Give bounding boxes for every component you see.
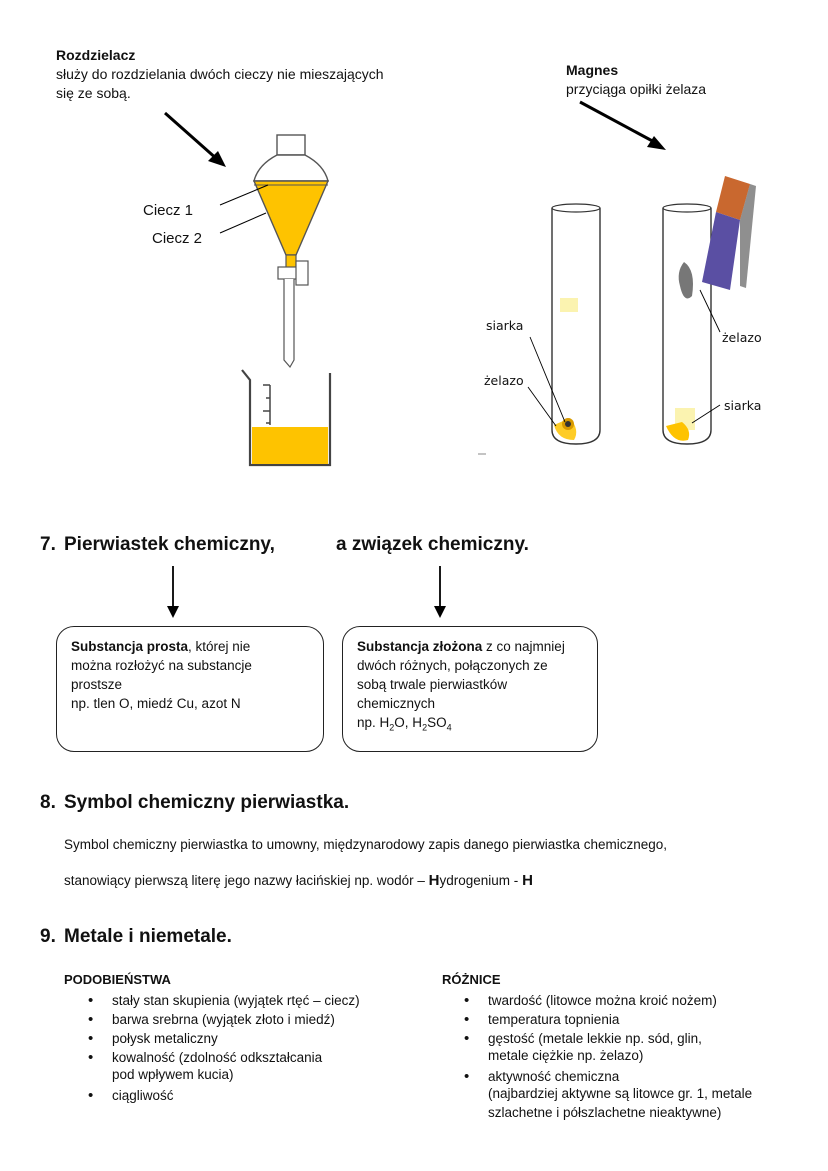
section8-line1: Symbol chemiczny pierwiastka to umowny, … [64,837,668,852]
hydrogen-symbol: H [522,872,533,889]
compound-line4: chemicznych [357,696,436,711]
magnet-title: Magnes [566,62,619,78]
magnet-desc: przyciąga opiłki żelaza [566,81,707,97]
test-tubes-illustration [478,100,756,455]
hydrogenium-initial: H [428,872,440,889]
simple-substance-line1: , której nie [188,639,251,654]
compound-term: Substancja złożona [357,639,483,654]
h2so4-subscript2: 4 [446,722,452,733]
differences-list-bottom: aktywność chemiczna [462,1067,802,1086]
list-item: gęstość (metale lekkie np. sód, glin, [462,1029,802,1048]
section8-heading: Symbol chemiczny pierwiastka. [64,792,350,813]
section9-heading: Metale i niemetale. [64,926,232,947]
liquid2-label: Ciecz 2 [152,230,203,247]
separator-desc-line2: się ze sobą. [56,85,131,101]
section7-heading-left: Pierwiastek chemiczny, [64,534,275,555]
h2so4-so: SO [427,715,447,730]
simple-substance-examples: np. tlen O, miedź Cu, azot N [71,696,241,711]
liquid1-label: Ciecz 1 [143,202,194,219]
tube1-iron-label: żelazo [484,373,524,388]
list-item: twardość (litowce można kroić nożem) [462,991,802,1010]
section8-number: 8. [40,792,56,813]
differences-continuation-1: metale ciężkie np. żelazo) [488,1048,644,1063]
list-item: aktywność chemiczna [462,1067,802,1086]
similarities-list-tail: ciągliwość [86,1086,426,1105]
simple-substance-box: Substancja prosta, której nie można rozł… [56,626,324,752]
separator-title: Rozdzielacz [56,47,136,63]
list-item: ciągliwość [86,1086,426,1105]
section8-line2-latin: ydrogenium - [439,873,523,888]
section7-arrows [167,566,446,618]
differences-continuation-3: szlachetne i półszlachetne nieaktywne) [488,1105,722,1120]
similarities-title: PODOBIEŃSTWA [64,972,171,987]
section7-number: 7. [40,534,56,555]
h2o-subscript: 2 [389,722,395,733]
tube2-sulfur-label: siarka [724,398,762,413]
compound-line2: dwóch różnych, połączonych ze [357,658,548,673]
compound-line1: z co najmniej [482,639,565,654]
section9-number: 9. [40,926,56,947]
similarities-continuation: pod wpływem kucia) [112,1067,234,1082]
section7-heading-right: a związek chemiczny. [336,534,529,555]
compound-examples: np. H2O, H2SO4 [357,713,583,738]
list-item: temperatura topnienia [462,1010,802,1029]
similarities-list: stały stan skupienia (wyjątek rtęć – cie… [86,991,426,1067]
compound-example-prefix: np. H [357,715,390,730]
list-item: stały stan skupienia (wyjątek rtęć – cie… [86,991,426,1010]
differences-continuation-2: (najbardziej aktywne są litowce gr. 1, m… [488,1086,753,1101]
tube2-iron-label: żelazo [722,330,762,345]
section8-line2: stanowiący pierwszą literę jego nazwy ła… [64,872,533,889]
compound-example-middle: O, H [394,715,423,730]
list-item: kowalność (zdolność odkształcania [86,1048,426,1067]
section8-line2-text: stanowiący pierwszą literę jego nazwy ła… [64,873,429,888]
h2so4-subscript1: 2 [422,722,428,733]
differences-title: RÓŻNICE [442,972,501,987]
separator-desc-line1: służy do rozdzielania dwóch cieczy nie m… [56,66,384,82]
list-item: połysk metaliczny [86,1029,426,1048]
compound-box: Substancja złożona z co najmniej dwóch r… [342,626,598,752]
differences-list-top: twardość (litowce można kroić nożem) tem… [462,991,802,1048]
simple-substance-term: Substancja prosta [71,639,189,654]
compound-line3: sobą trwale pierwiastków [357,677,508,692]
simple-substance-line2: można rozłożyć na substancje [71,658,252,673]
separating-funnel-illustration [164,111,332,467]
tube1-sulfur-label: siarka [486,318,524,333]
simple-substance-line3: prostsze [71,677,123,692]
list-item: barwa srebrna (wyjątek złoto i miedź) [86,1010,426,1029]
